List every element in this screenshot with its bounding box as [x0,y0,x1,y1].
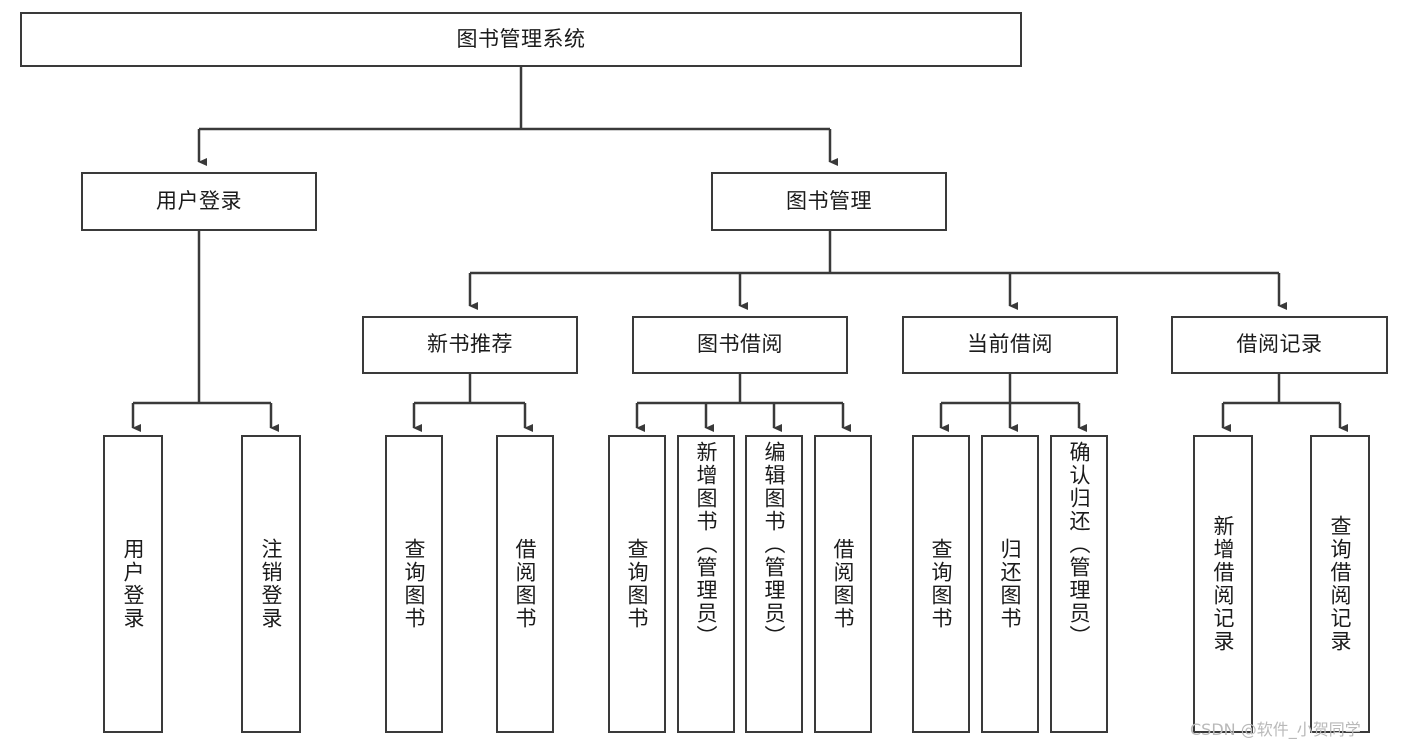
node-book-manage-label: 图书管理 [786,188,872,213]
node-leaf-borrow-add-label: 新增图书（管理员） [694,441,718,648]
node-leaf-cur-query[interactable]: 查询图书 [912,435,970,733]
node-leaf-rec-query2[interactable]: 查询借阅记录 [1310,435,1370,733]
node-borrow-record-label: 借阅记录 [1236,332,1323,357]
node-root-label: 图书管理系统 [456,26,586,51]
node-leaf-borrow-add[interactable]: 新增图书（管理员） [677,435,735,733]
node-leaf-borrow-lend-label: 借阅图书 [831,538,855,630]
node-root[interactable]: 图书管理系统 [20,12,1022,67]
node-current-borrow-label: 当前借阅 [967,332,1053,357]
node-leaf-cur-confirm-label: 确认归还（管理员） [1067,441,1091,648]
node-leaf-rec-query-label: 查询图书 [402,538,426,630]
node-new-book-rec-label: 新书推荐 [427,332,513,357]
node-leaf-rec-borrow-label: 借阅图书 [513,538,537,630]
node-leaf-rec-add[interactable]: 新增借阅记录 [1193,435,1253,733]
node-leaf-borrow-lend[interactable]: 借阅图书 [814,435,872,733]
node-leaf-borrow-edit-label: 编辑图书（管理员） [762,441,786,648]
node-current-borrow[interactable]: 当前借阅 [902,316,1118,374]
watermark: CSDN @软件_小贺同学 [1190,720,1361,739]
node-leaf-user-login-label: 用户登录 [121,538,145,630]
node-leaf-cur-return[interactable]: 归还图书 [981,435,1039,733]
node-book-borrow[interactable]: 图书借阅 [632,316,848,374]
node-leaf-rec-add-label: 新增借阅记录 [1211,515,1235,653]
node-leaf-user-login[interactable]: 用户登录 [103,435,163,733]
node-leaf-cur-query-label: 查询图书 [929,538,953,630]
node-user-login[interactable]: 用户登录 [81,172,317,231]
node-leaf-user-logout[interactable]: 注销登录 [241,435,301,733]
node-new-book-rec[interactable]: 新书推荐 [362,316,578,374]
node-leaf-user-logout-label: 注销登录 [259,538,283,630]
node-leaf-cur-confirm[interactable]: 确认归还（管理员） [1050,435,1108,733]
node-leaf-borrow-edit[interactable]: 编辑图书（管理员） [745,435,803,733]
node-book-borrow-label: 图书借阅 [697,332,783,357]
node-user-login-label: 用户登录 [156,188,242,213]
node-book-manage[interactable]: 图书管理 [711,172,947,231]
node-leaf-rec-borrow[interactable]: 借阅图书 [496,435,554,733]
node-borrow-record[interactable]: 借阅记录 [1171,316,1388,374]
node-leaf-borrow-query-label: 查询图书 [625,538,649,630]
node-leaf-borrow-query[interactable]: 查询图书 [608,435,666,733]
node-leaf-rec-query[interactable]: 查询图书 [385,435,443,733]
node-leaf-rec-query2-label: 查询借阅记录 [1328,515,1352,653]
node-leaf-cur-return-label: 归还图书 [998,538,1022,630]
